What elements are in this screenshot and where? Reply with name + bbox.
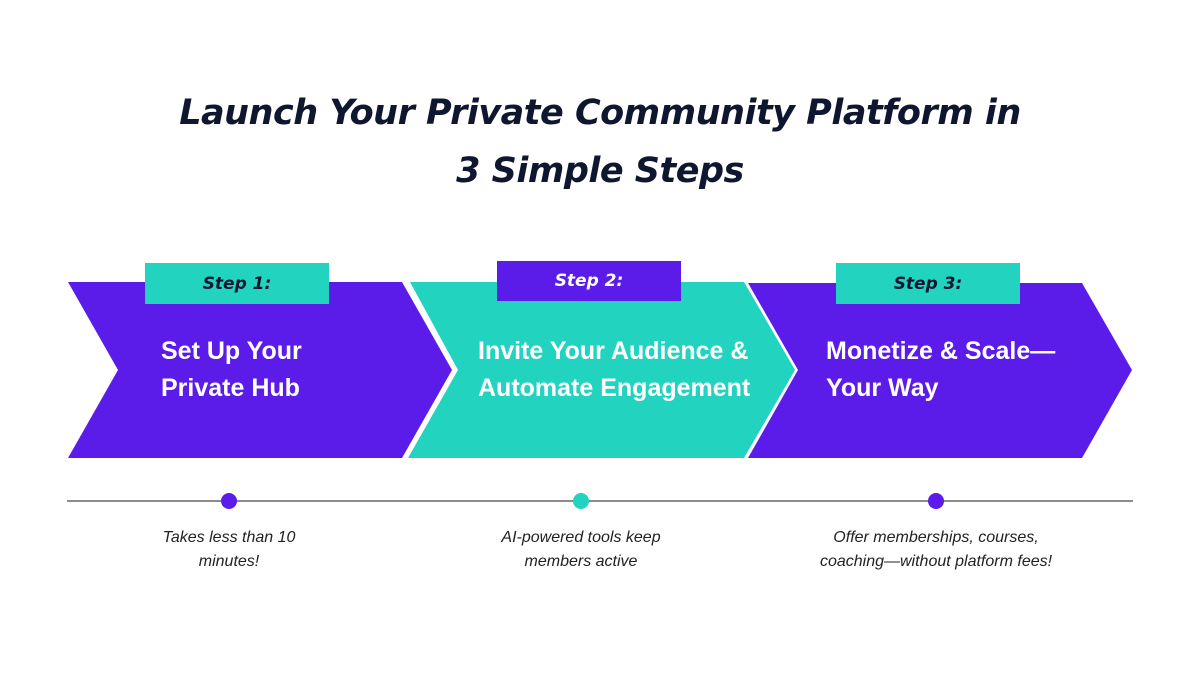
step-1-note-line-1: Takes less than 10 [162,529,296,546]
step-1-note-line-2: minutes! [198,553,260,570]
step-3-timeline-dot [928,493,944,509]
step-2-badge: Step 2: [497,261,681,301]
step-3-note: Offer memberships, courses, coaching—wit… [796,526,1076,574]
step-3-title: Monetize & Scale— Your Way [826,333,1055,407]
step-1-badge: Step 1: [145,263,329,304]
page-title: Launch Your Private Community Platform i… [0,84,1200,200]
step-3-note-line-2: coaching—without platform fees! [819,553,1053,570]
step-2-note-line-1: AI-powered tools keep [501,529,661,546]
title-line-2: 3 Simple Steps [456,151,744,191]
step-2-note: AI-powered tools keep members active [441,526,721,574]
step-3-chevron [748,283,1132,458]
step-3-note-line-1: Offer memberships, courses, [833,529,1039,546]
step-2-title: Invite Your Audience & Automate Engageme… [478,333,750,407]
step-2-chevron [408,282,795,458]
step-1-chevron [68,282,452,458]
step-3-title-line-1: Monetize & Scale— [826,337,1056,365]
step-2-note-line-2: members active [524,553,638,570]
step-1-title-line-1: Set Up Your [161,337,302,365]
step-1-note: Takes less than 10 minutes! [89,526,369,574]
step-2-timeline-dot [573,493,589,509]
step-1-timeline-dot [221,493,237,509]
step-2-title-line-2: Automate Engagement [478,374,751,402]
step-1-title: Set Up Your Private Hub [161,333,302,407]
step-2-title-line-1: Invite Your Audience & [478,337,749,365]
step-1-title-line-2: Private Hub [161,374,300,402]
title-line-1: Launch Your Private Community Platform i… [179,93,1021,133]
step-3-title-line-2: Your Way [826,374,939,402]
step-3-badge: Step 3: [836,263,1020,304]
